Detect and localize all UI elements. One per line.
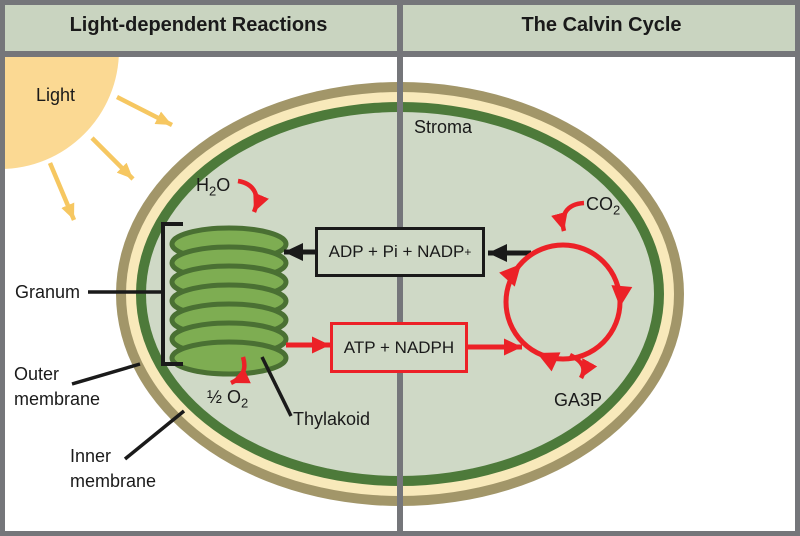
adp-pi-nadp-box: ADP + Pi + NADP+ bbox=[315, 227, 485, 277]
inner-membrane-label: Inner membrane bbox=[70, 446, 157, 491]
thylakoid-disc bbox=[169, 339, 289, 377]
ga3p-label: GA3P bbox=[554, 390, 603, 410]
inner-membrane-pointer-line bbox=[123, 409, 186, 461]
co2-label: CO2 bbox=[586, 194, 621, 218]
granum-bracket bbox=[161, 222, 183, 366]
light-ray-arrows bbox=[47, 94, 174, 221]
atp-nadph-box: ATP + NADPH bbox=[330, 322, 468, 373]
h2o-input-arrow bbox=[237, 178, 269, 213]
granum-shape bbox=[169, 225, 289, 377]
stroma-label: Stroma bbox=[414, 117, 473, 137]
header-right-title: The Calvin Cycle bbox=[521, 14, 682, 36]
thylakoid-label: Thylakoid bbox=[293, 409, 371, 429]
thylakoid-pointer-line bbox=[260, 356, 293, 417]
half-o2-label: ½ O2 bbox=[207, 387, 249, 411]
light-ray-arrow bbox=[90, 136, 135, 181]
outer-membrane-label: Outer membrane bbox=[14, 364, 101, 409]
cycle-arrowhead bbox=[499, 264, 521, 287]
light-ray-arrow bbox=[115, 94, 174, 128]
panel-divider bbox=[397, 57, 403, 531]
cycle-arrowhead bbox=[611, 285, 633, 307]
granum-label: Granum bbox=[15, 282, 81, 302]
header-bar: Light-dependent Reactions The Calvin Cyc… bbox=[0, 0, 800, 57]
co2-input-arrow bbox=[551, 200, 585, 232]
cycle-arrowhead bbox=[537, 352, 561, 372]
header-left-title: Light-dependent Reactions bbox=[69, 14, 328, 36]
outer-membrane-pointer-line bbox=[71, 362, 141, 386]
light-label: Light bbox=[36, 85, 76, 105]
calvin-cycle-circle bbox=[499, 242, 633, 372]
light-ray-arrow bbox=[47, 162, 77, 221]
header-divider bbox=[397, 0, 403, 51]
h2o-label: H2O bbox=[196, 175, 231, 199]
o2-output-arrow bbox=[229, 356, 251, 386]
